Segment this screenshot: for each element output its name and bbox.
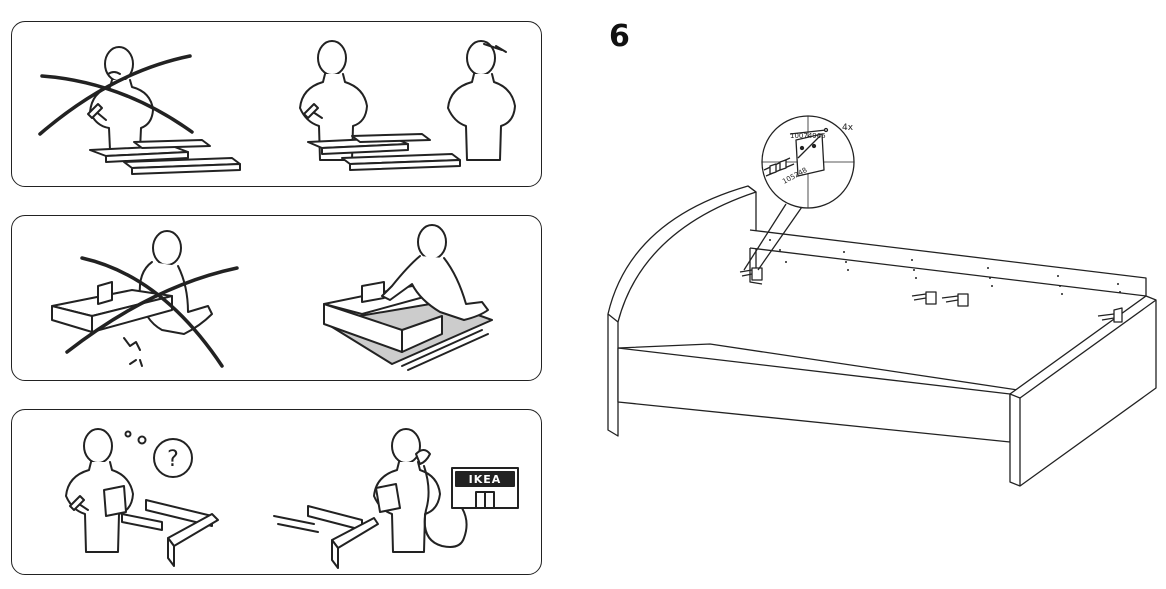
manual-icon (375, 483, 401, 513)
panel-protect-floor (11, 215, 542, 381)
bracket-fittings (739, 267, 1123, 323)
part-number-top: 10074966 (790, 132, 826, 140)
pre-drilled-holes (769, 239, 1121, 295)
person-kneeling-mat (381, 224, 489, 321)
person-left (299, 40, 368, 161)
person-confused (65, 428, 147, 553)
footboard (1009, 295, 1157, 487)
screwdriver-icon (483, 43, 507, 53)
board-stack-1 (89, 139, 241, 175)
frame-on-floor (51, 281, 173, 367)
back-rail (749, 229, 1147, 321)
store-sign: IKEA (469, 473, 502, 486)
store-icon: IKEA (451, 467, 519, 509)
bed-frame-diagram: 10074966 105248 4x (607, 115, 1157, 487)
cross-out-mark (38, 54, 194, 136)
cross-out-mark (65, 256, 239, 368)
panel-two-person-assembly (11, 21, 542, 187)
person-alone (87, 46, 154, 151)
frame-pieces-left (121, 499, 219, 567)
quantity-label: 4x (842, 123, 854, 133)
front-rail (617, 343, 1019, 443)
hammer-icon (87, 103, 107, 121)
panel-contact-store: ? IKEA (11, 409, 542, 575)
person-right (447, 40, 516, 161)
frame-pieces-right (273, 505, 379, 569)
question-mark-icon: ? (153, 438, 193, 478)
board-stack-2 (307, 133, 461, 171)
hammer-icon (303, 103, 323, 119)
person-kneeling-floor (138, 230, 213, 335)
svg-text:?: ? (167, 447, 179, 472)
hammer-icon (69, 495, 89, 511)
detail-callout: 10074966 105248 4x (743, 115, 855, 271)
frame-on-mat (323, 281, 443, 353)
step-number: 6 (609, 19, 630, 54)
telephone-icon (415, 449, 468, 548)
person-on-phone (373, 428, 468, 553)
manual-icon (103, 485, 127, 517)
